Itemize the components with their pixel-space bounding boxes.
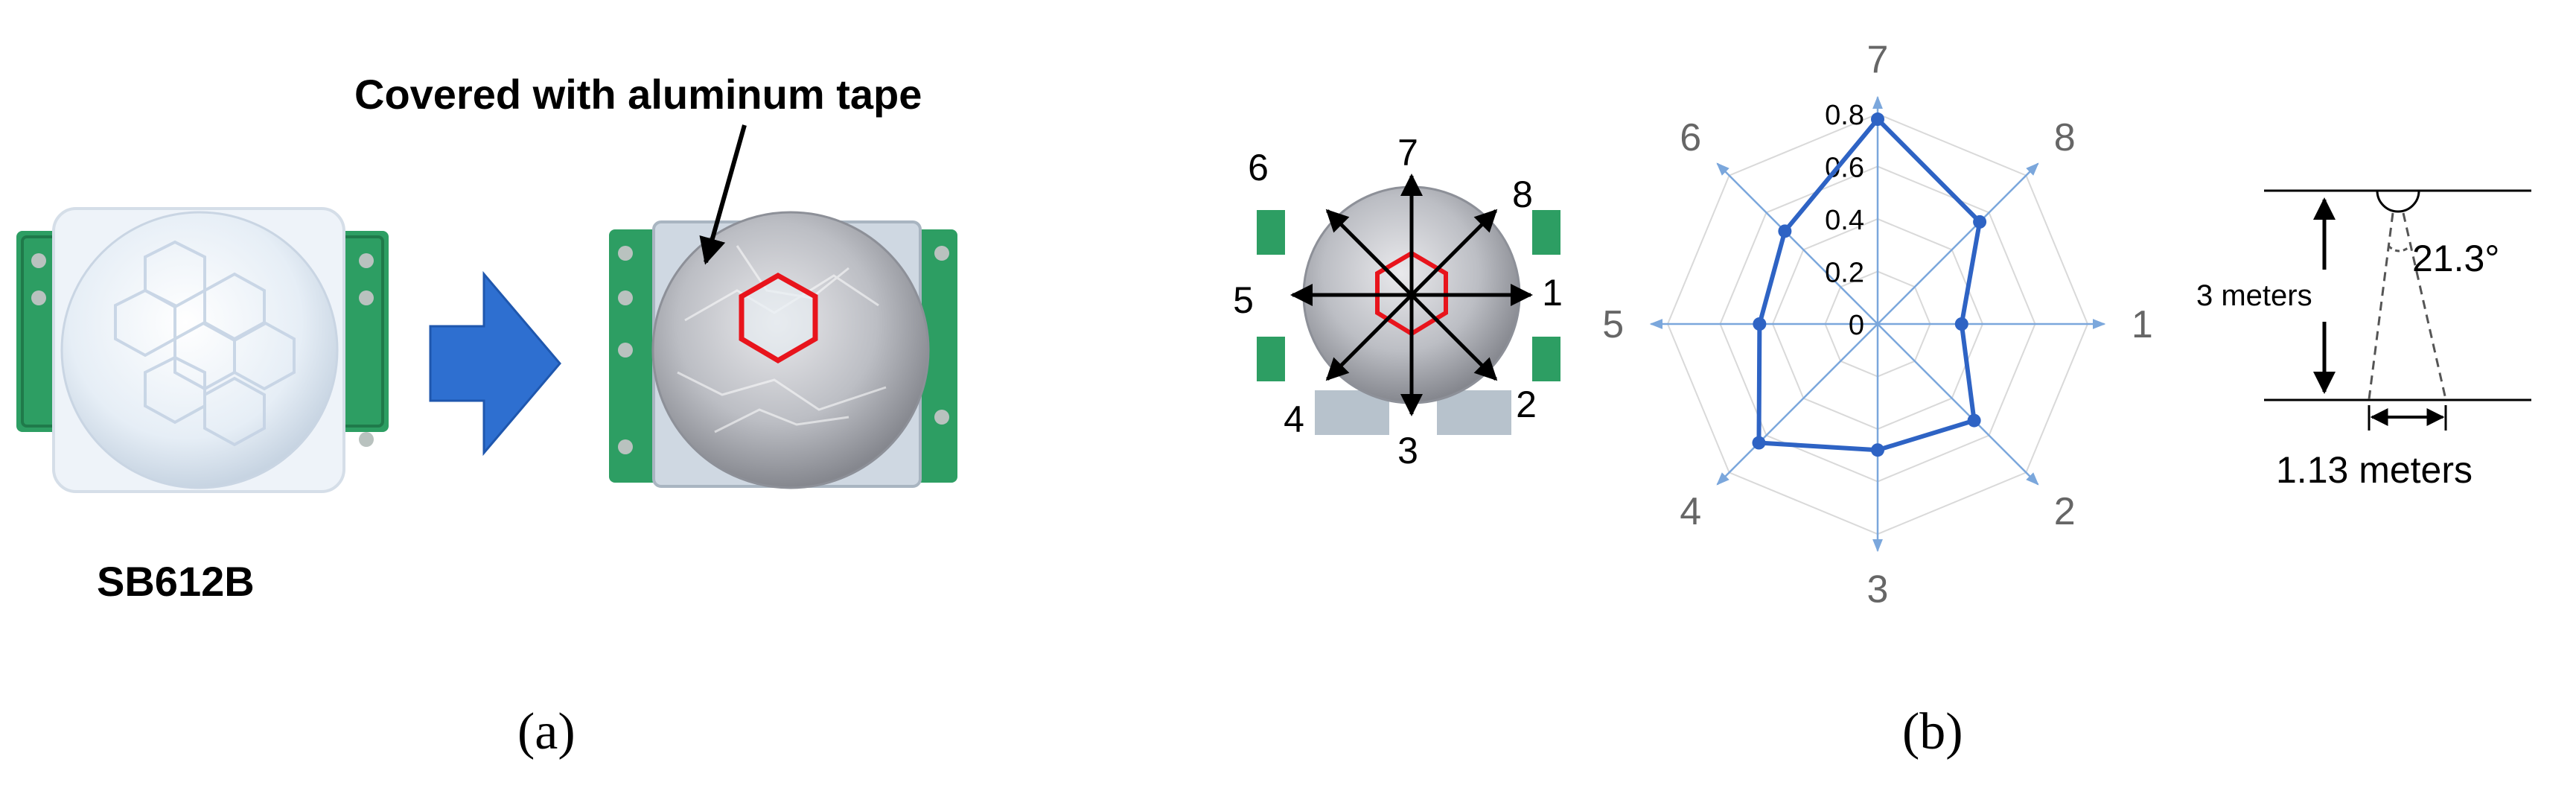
direction-label-5: 5: [1233, 279, 1254, 321]
cone-right: [2402, 212, 2447, 400]
radar-axis-4: [1716, 323, 1878, 486]
radar-category-label-3: 3: [1867, 568, 1889, 611]
direction-label-8: 8: [1512, 174, 1533, 215]
radar-point-3: [1871, 443, 1884, 457]
direction-arrows: [1290, 174, 1533, 416]
hexagon-outline: [739, 272, 818, 364]
direction-arrow-2: [1410, 293, 1498, 381]
direction-arrow-4: [1325, 293, 1413, 381]
sensor-photo-uncovered: [16, 207, 389, 493]
direction-label-2: 2: [1516, 384, 1537, 425]
radar-point-8: [1973, 215, 1987, 229]
radar-axis-6: [1716, 162, 1878, 325]
direction-label-7: 7: [1397, 132, 1418, 174]
radar-category-label-7: 7: [1867, 39, 1889, 82]
radar-point-4: [1752, 436, 1766, 450]
radar-tick-label: 0: [1849, 310, 1864, 341]
callout-arrow: [699, 124, 747, 265]
radar-tick-label: 0.8: [1825, 100, 1864, 131]
angle-arc: [2387, 244, 2411, 252]
panel-a: Covered with aluminum tape SB612B (a): [16, 71, 957, 760]
sensor-photo-covered: [609, 211, 957, 489]
sensor-label: SB612B: [97, 558, 255, 605]
radar-axis-2: [1877, 323, 2039, 486]
direction-arrow-6: [1325, 209, 1413, 296]
radar-category-label-6: 6: [1680, 116, 1701, 159]
radar-tick-label: 0.4: [1825, 205, 1864, 236]
height-label: 3 meters: [2196, 279, 2312, 312]
direction-label-1: 1: [1542, 272, 1563, 314]
direction-label-3: 3: [1397, 430, 1418, 471]
radar-category-label-1: 1: [2132, 303, 2153, 346]
width-label: 1.13 meters: [2276, 449, 2473, 491]
direction-labels: 1 2 3 4 5 6 7 8: [1233, 132, 1563, 471]
radar-category-label-2: 2: [2054, 490, 2076, 533]
direction-label-6: 6: [1248, 147, 1269, 188]
radar-point-7: [1871, 112, 1884, 127]
caption-b: (b): [1902, 703, 1963, 760]
radar-point-1: [1954, 317, 1968, 331]
transform-arrow: [429, 270, 561, 457]
radar-point-6: [1778, 224, 1792, 238]
radar-point-5: [1753, 317, 1767, 331]
angle-label: 21.3°: [2412, 238, 2499, 279]
coverage-diagram: 3 meters 21.3° 1.13 meters: [2196, 189, 2531, 491]
radar-category-label-8: 8: [2054, 116, 2076, 159]
callout-label: Covered with aluminum tape: [354, 71, 922, 118]
caption-a: (a): [517, 703, 576, 760]
direction-label-4: 4: [1284, 398, 1304, 440]
radar-category-label-4: 4: [1680, 490, 1701, 533]
direction-arrow-8: [1410, 209, 1498, 296]
radar-point-2: [1967, 413, 1981, 428]
radar-tick-label: 0.2: [1825, 258, 1864, 289]
radar-axis-8: [1877, 162, 2039, 325]
cone-left: [2368, 212, 2394, 400]
radar-category-label-5: 5: [1602, 303, 1624, 346]
sensor-symbol: [2376, 190, 2420, 213]
